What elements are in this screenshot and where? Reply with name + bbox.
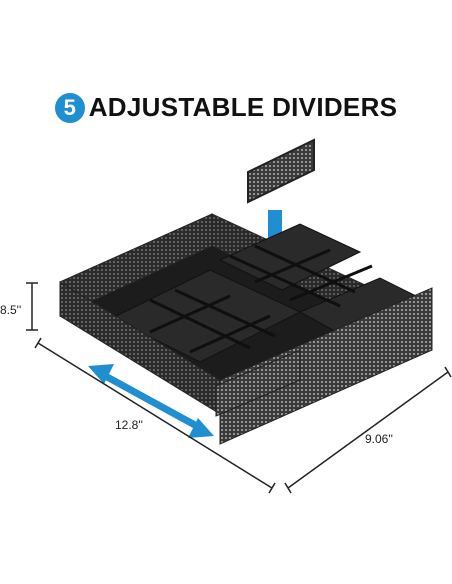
height-dimension: 8.5''	[0, 303, 22, 317]
number-badge: 5	[54, 92, 85, 123]
headline: 5 ADJUSTABLE DIVIDERS	[0, 92, 452, 123]
length-dimension: 12.8''	[115, 418, 143, 432]
headline-text: ADJUSTABLE DIVIDERS	[88, 92, 398, 122]
divider-panel	[247, 138, 315, 204]
double-arrow-icon	[88, 364, 214, 438]
width-dimension: 9.06''	[365, 432, 393, 446]
organizer-tray	[59, 213, 433, 445]
dimension-lines	[26, 282, 452, 494]
